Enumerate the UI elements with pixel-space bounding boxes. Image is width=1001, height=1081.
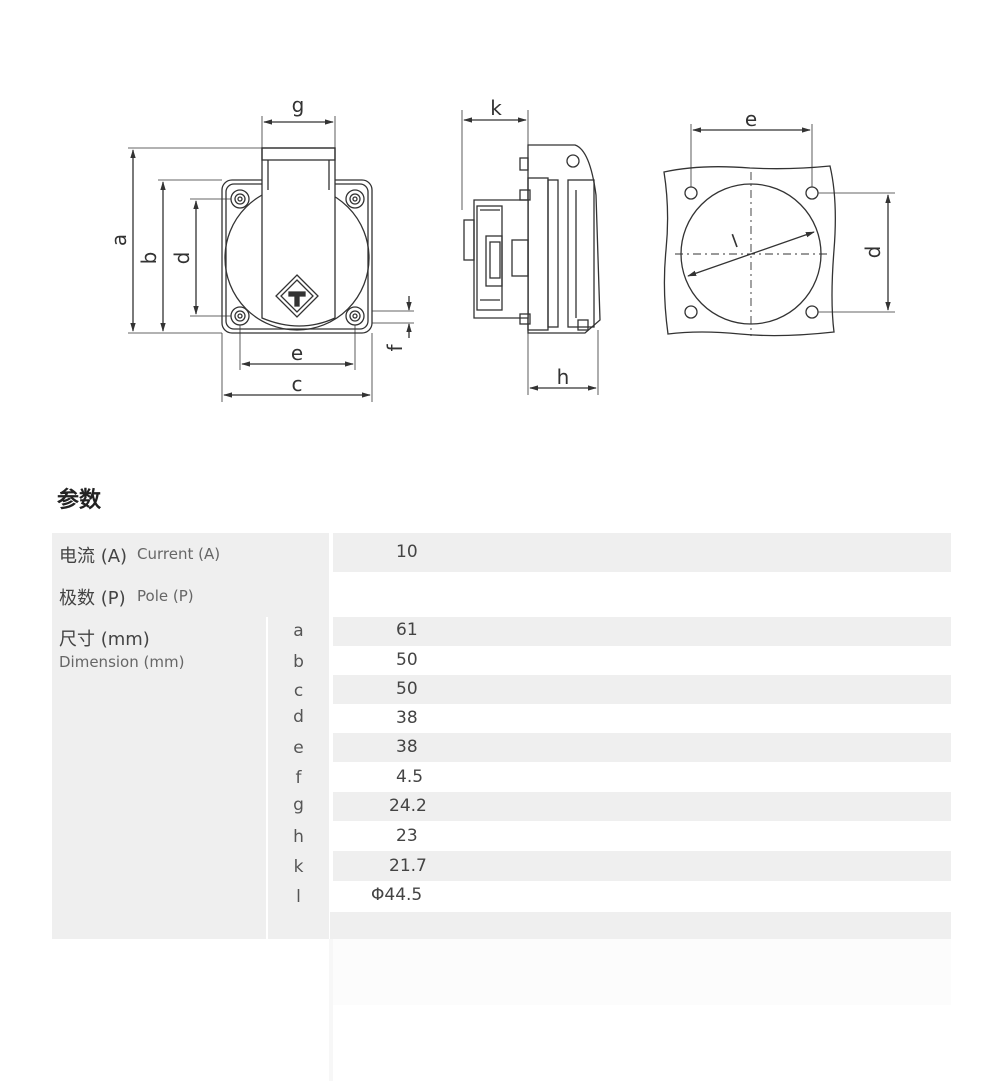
- dim-sym-cell-a: a: [268, 617, 329, 646]
- label-b: b: [137, 252, 161, 265]
- dim-sym-cell-d: d: [268, 704, 329, 733]
- dim-value: 38: [396, 737, 418, 757]
- dim-value: 38: [396, 708, 418, 728]
- dim-value: 23: [396, 826, 418, 846]
- current-label-en: Current (A): [137, 545, 221, 563]
- pole-label-en: Pole (P): [137, 587, 194, 605]
- label-d: d: [170, 252, 194, 265]
- dim-val-cell-k: 21.7: [333, 851, 951, 881]
- dim-sym: a: [293, 621, 304, 641]
- dim-val-cell-e: 38: [333, 733, 951, 762]
- dim-sym-cell-l: l: [268, 881, 329, 912]
- dim-val-cell-f: 4.5: [333, 762, 951, 792]
- current-label-cell: 电流 (A) Current (A): [52, 533, 329, 572]
- dim-val-cell-l: Φ44.5: [333, 881, 951, 912]
- dim-value: 61: [396, 620, 418, 640]
- dimension-label-cell: 尺寸 (mm) Dimension (mm): [52, 617, 266, 939]
- label-cutout-e: e: [745, 107, 757, 131]
- dim-sym-cell-g: g: [268, 792, 329, 821]
- dim-value: 21.7: [389, 856, 427, 876]
- column-divider-tail: [329, 939, 333, 1081]
- dim-sym-cell-f: f: [268, 762, 329, 792]
- current-label-cn: 电流 (A): [59, 546, 128, 567]
- dim-val-cell-d: 38: [333, 704, 951, 733]
- label-f: f: [383, 344, 407, 352]
- dim-sym: k: [293, 857, 304, 877]
- dim-value: 4.5: [396, 767, 424, 787]
- technical-drawing: a b d g e c f k h e d l: [107, 93, 895, 402]
- dim-val-cell-b: 50: [333, 646, 951, 675]
- pole-label-cell: 极数 (P) Pole (P): [52, 572, 329, 617]
- dim-val-cell-h: 23: [333, 821, 951, 851]
- current-value-cell: 10: [333, 533, 951, 572]
- label-a: a: [107, 234, 131, 246]
- dim-val-cell-g: 24.2: [333, 792, 951, 821]
- dim-sym: e: [293, 738, 304, 758]
- dim-sym: l: [296, 887, 301, 907]
- dimension-label-en: Dimension (mm): [59, 653, 185, 671]
- section-title: 参数: [57, 488, 102, 513]
- dim-sym-cell-k: k: [268, 851, 329, 881]
- dim-sym-cell-b: b: [268, 646, 329, 675]
- dim-val-cell-c: 50: [333, 675, 951, 704]
- dim-value: 50: [396, 650, 418, 670]
- dimension-symbol-column: [268, 617, 329, 939]
- table-footer-fade: [333, 939, 951, 1005]
- label-c: c: [292, 372, 303, 396]
- dim-sym-cell-c: c: [268, 675, 329, 704]
- dim-val-cell-a: 61: [333, 617, 951, 646]
- side-view: [461, 110, 601, 395]
- dim-value: 50: [396, 679, 418, 699]
- dim-sym: f: [295, 768, 302, 788]
- cutout-view: [663, 124, 895, 337]
- label-h: h: [557, 365, 570, 389]
- dim-sym: g: [293, 795, 304, 815]
- dim-sym-cell-e: e: [268, 733, 329, 762]
- current-value: 10: [396, 542, 418, 562]
- dim-sym: c: [293, 681, 304, 701]
- dim-value: 24.2: [389, 796, 427, 816]
- label-cutout-l: l: [729, 231, 741, 252]
- label-g: g: [292, 93, 305, 117]
- dim-sym-cell-h: h: [268, 821, 329, 851]
- pole-label-cn: 极数 (P): [59, 588, 126, 609]
- dim-sym: d: [293, 707, 304, 727]
- dimension-label-cn: 尺寸 (mm): [59, 629, 150, 650]
- label-e: e: [291, 341, 303, 365]
- dimension-empty-row: [330, 912, 951, 939]
- dim-value: Φ44.5: [371, 885, 423, 905]
- front-view: [128, 116, 414, 402]
- dim-sym: h: [293, 827, 304, 847]
- label-cutout-d: d: [861, 246, 885, 259]
- pole-value-cell: [333, 572, 951, 617]
- dim-sym: b: [293, 652, 304, 672]
- label-k: k: [490, 96, 502, 120]
